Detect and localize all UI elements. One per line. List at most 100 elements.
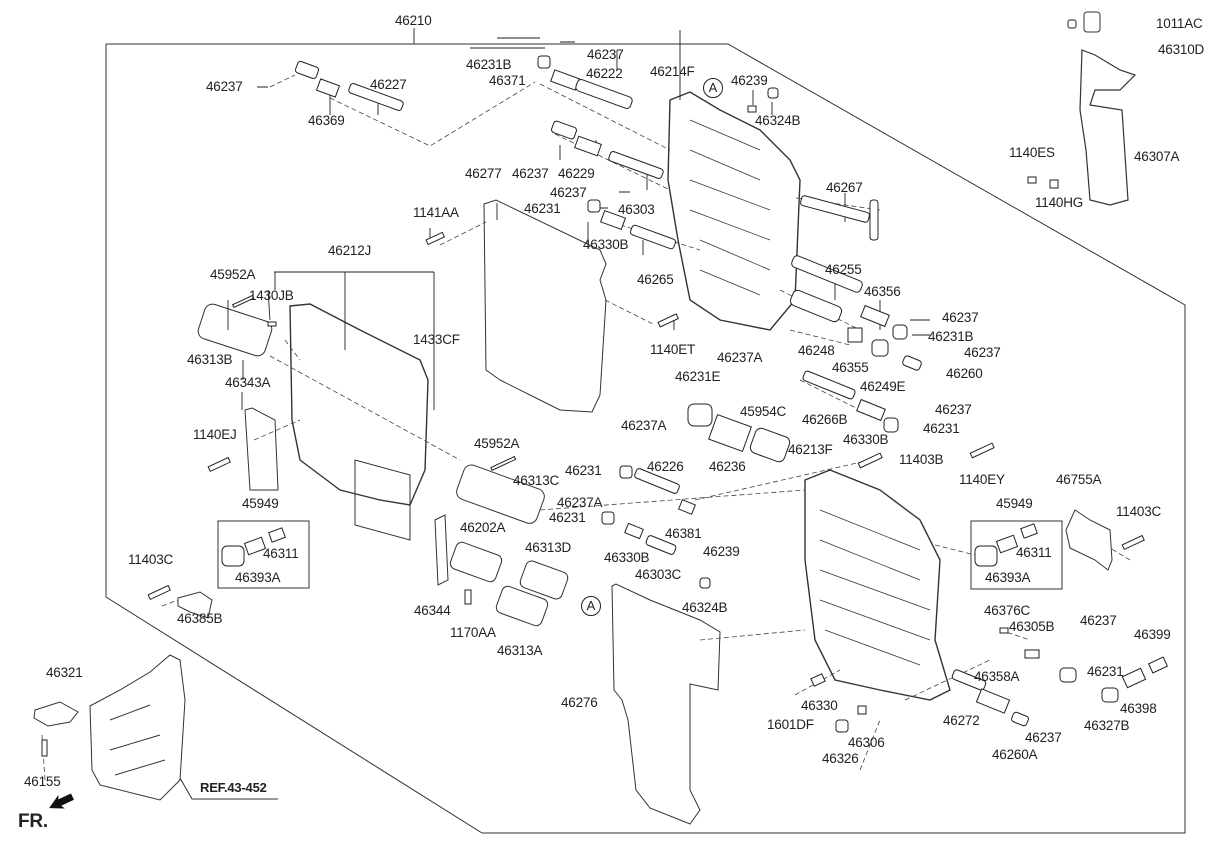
valve-46303C [645,535,677,555]
label-46236: 46236 [709,459,746,474]
label-46222: 46222 [586,66,623,81]
label-46237: 46237 [550,185,587,200]
label-46355: 46355 [832,360,869,375]
label-46237A: 46237A [717,350,763,365]
ref-leader [179,777,278,800]
valve-46265 [630,224,676,250]
label-46237: 46237 [206,79,243,94]
label-46399: 46399 [1134,627,1171,642]
label-46255: 46255 [825,262,862,277]
plug-46231-b [883,417,899,433]
label-1433CF: 1433CF [413,332,460,347]
separator-plate-lower [611,583,721,825]
label-46371: 46371 [489,73,526,88]
label-46324B: 46324B [682,600,728,615]
label-46212J: 46212J [328,243,372,258]
callout-marker-a-lower: A [581,596,601,616]
solenoid-46202A [449,541,503,583]
spring-46236 [707,413,753,453]
kit-spring-small-right [1020,523,1038,539]
bolt-1011AC [1067,19,1077,29]
bracket-46343A [244,407,279,491]
kit-spring-right [995,534,1019,554]
lower-valve-body [804,469,951,701]
label-46239: 46239 [703,544,740,559]
bolt-11403C-right [1121,534,1145,551]
label-46213F: 46213F [788,442,833,457]
label-46313B: 46313B [187,352,233,367]
gasket-46344 [434,514,449,586]
solenoid-46313C [456,464,545,524]
label-46210: 46210 [395,13,432,28]
pin-46376C [999,627,1009,634]
spring-46399 [1147,656,1169,674]
spring-46369 [315,78,341,98]
plug-46260A [1011,711,1029,727]
label-46266B: 46266B [802,412,848,427]
label-46330B: 46330B [583,237,629,252]
spring-46398 [1121,667,1147,689]
front-arrow-icon [49,793,74,809]
label-46231B: 46231B [928,329,974,344]
solenoid-46313D [519,560,569,600]
plate-46385B [177,591,213,619]
label-46393A: 46393A [235,570,281,585]
label-46226: 46226 [647,459,684,474]
callout-marker-a-upper: A [703,78,723,98]
reference-label[interactable]: REF.43-452 [200,780,267,795]
label-46385B: 46385B [177,611,223,626]
plate-46755A [1065,509,1113,571]
spring-46355 [847,327,863,343]
label-46237: 46237 [1080,613,1117,628]
bolt-1140EJ [207,456,231,473]
label-1430JB: 1430JB [249,288,294,303]
label-46313C: 46313C [513,473,560,488]
label-1601DF: 1601DF [767,717,814,732]
spring-46330 [810,673,826,687]
label-1140ET: 1140ET [650,342,696,357]
label-46343A: 46343A [225,375,271,390]
spring-46305B [1024,649,1040,659]
label-46311: 46311 [263,546,299,561]
label-46381: 46381 [665,526,702,541]
label-46324B: 46324B [755,113,801,128]
label-1141AA: 1141AA [413,205,459,220]
label-46237A: 46237A [621,418,667,433]
label-46202A: 46202A [460,520,506,535]
plug-46231B [537,55,551,69]
label-45949: 45949 [996,496,1033,511]
transfer-plate [289,303,429,506]
bolt-1140EY [969,442,995,459]
label-46229: 46229 [558,166,595,181]
plug-46327B [1101,687,1119,703]
bolt-11403C-left [147,584,171,601]
spring-46381 [677,499,697,515]
plug-46260 [902,355,922,371]
spring-46356 [860,304,890,328]
label-46237: 46237 [1025,730,1062,745]
label-46307A: 46307A [1134,149,1180,164]
spring-46330B-b [856,398,886,422]
spring-46306 [857,705,867,715]
valve-46248 [789,289,843,323]
valve-46303 [608,151,664,179]
valve-46222 [575,79,633,109]
spring-46229 [574,135,602,157]
label-46267: 46267 [826,180,863,195]
label-46260A: 46260A [992,747,1038,762]
label-46237: 46237 [942,310,979,325]
label-46237A: 46237A [557,495,603,510]
label-46214F: 46214F [650,64,695,79]
valve-46227 [348,83,404,111]
valve-46266B [802,370,856,400]
label-46231: 46231 [923,421,960,436]
pin-45952A [231,294,255,309]
solenoid-46313B [197,303,273,357]
valve-46226 [634,468,680,494]
label-46227: 46227 [370,77,407,92]
plug-46231E [687,403,713,427]
label-46231E: 46231E [675,369,721,384]
separator-plate-upper [483,199,607,413]
spring-46330B-c [624,522,644,540]
label-46272: 46272 [943,713,980,728]
